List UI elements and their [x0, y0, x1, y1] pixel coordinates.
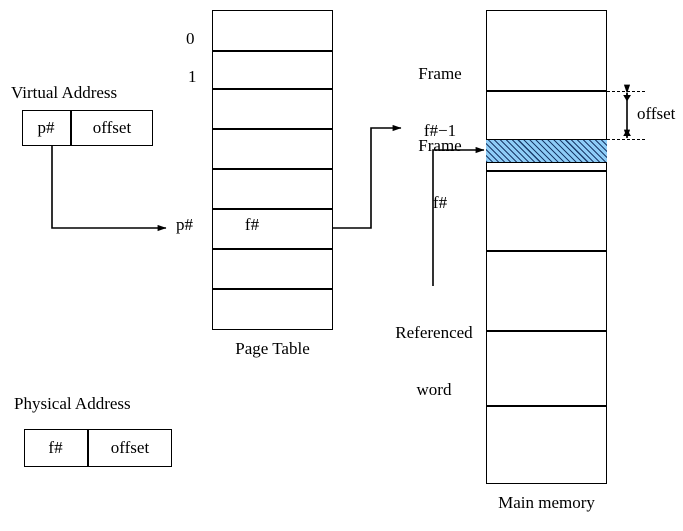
- page-table-row-divider: [212, 208, 333, 210]
- page-table-row-divider: [212, 168, 333, 170]
- page-table-index-pnum: p#: [176, 215, 193, 234]
- physical-address-field-fnum-label: f#: [48, 438, 63, 457]
- main-memory-frame-label-upper-line2: f#−1: [423, 121, 457, 141]
- main-memory-frame-label-upper: Frame f#−1: [400, 26, 480, 178]
- arrow-pnum-to-pagetable: [51, 146, 167, 232]
- referenced-word-highlight: [486, 139, 607, 163]
- virtual-address-field-pnum: p#: [22, 110, 70, 146]
- page-table-caption: Page Table: [235, 339, 310, 358]
- physical-address-field-offset-label: offset: [110, 438, 150, 457]
- main-memory-frame-label-lower-line1: Frame: [418, 136, 462, 156]
- page-table-row-divider: [212, 248, 333, 250]
- main-memory-frame-divider: [486, 90, 607, 92]
- page-table-box: [212, 10, 333, 330]
- main-memory-frame-divider: [486, 170, 607, 172]
- page-table-row-divider: [212, 88, 333, 90]
- page-table-row-divider: [212, 288, 333, 290]
- virtual-address-field-pnum-label: p#: [37, 118, 55, 137]
- main-memory-caption: Main memory: [498, 493, 595, 512]
- virtual-address-divider: [70, 110, 72, 146]
- main-memory-frame-divider: [486, 405, 607, 407]
- main-memory-frame-divider: [486, 250, 607, 252]
- physical-address-field-offset: offset: [88, 429, 172, 467]
- offset-bracket-leader-bottom: [607, 139, 645, 140]
- virtual-address-box: [22, 110, 153, 146]
- main-memory-frame-label-upper-line1: Frame: [418, 64, 462, 84]
- physical-address-caption: Physical Address: [14, 394, 131, 413]
- offset-bracket-label: offset: [637, 104, 676, 123]
- physical-address-box: [24, 429, 172, 467]
- page-table-index-0: 0: [186, 29, 195, 48]
- offset-bracket-leader-top: [607, 91, 645, 92]
- page-table-row-divider: [212, 128, 333, 130]
- page-table-index-1: 1: [188, 67, 197, 86]
- arrow-fnum-to-frame: [333, 124, 402, 229]
- physical-address-field-fnum: f#: [24, 429, 87, 467]
- page-table-row-divider: [212, 50, 333, 52]
- arrow-referenced-word: [432, 146, 485, 286]
- main-memory-frame-label-lower: Frame f#: [400, 98, 480, 250]
- virtual-address-caption: Virtual Address: [11, 83, 118, 102]
- main-memory-frame-label-lower-line2: f#: [432, 193, 448, 213]
- physical-address-divider: [87, 429, 89, 467]
- virtual-address-field-offset: offset: [71, 110, 153, 146]
- referenced-word-label-line2: word: [416, 380, 452, 400]
- main-memory-box: [486, 10, 607, 484]
- page-table-entry-fnum: f#: [244, 215, 260, 234]
- referenced-word-label: Referenced word: [368, 285, 500, 437]
- referenced-word-label-line1: Referenced: [395, 323, 473, 343]
- virtual-address-field-offset-label: offset: [92, 118, 132, 137]
- main-memory-frame-divider: [486, 330, 607, 332]
